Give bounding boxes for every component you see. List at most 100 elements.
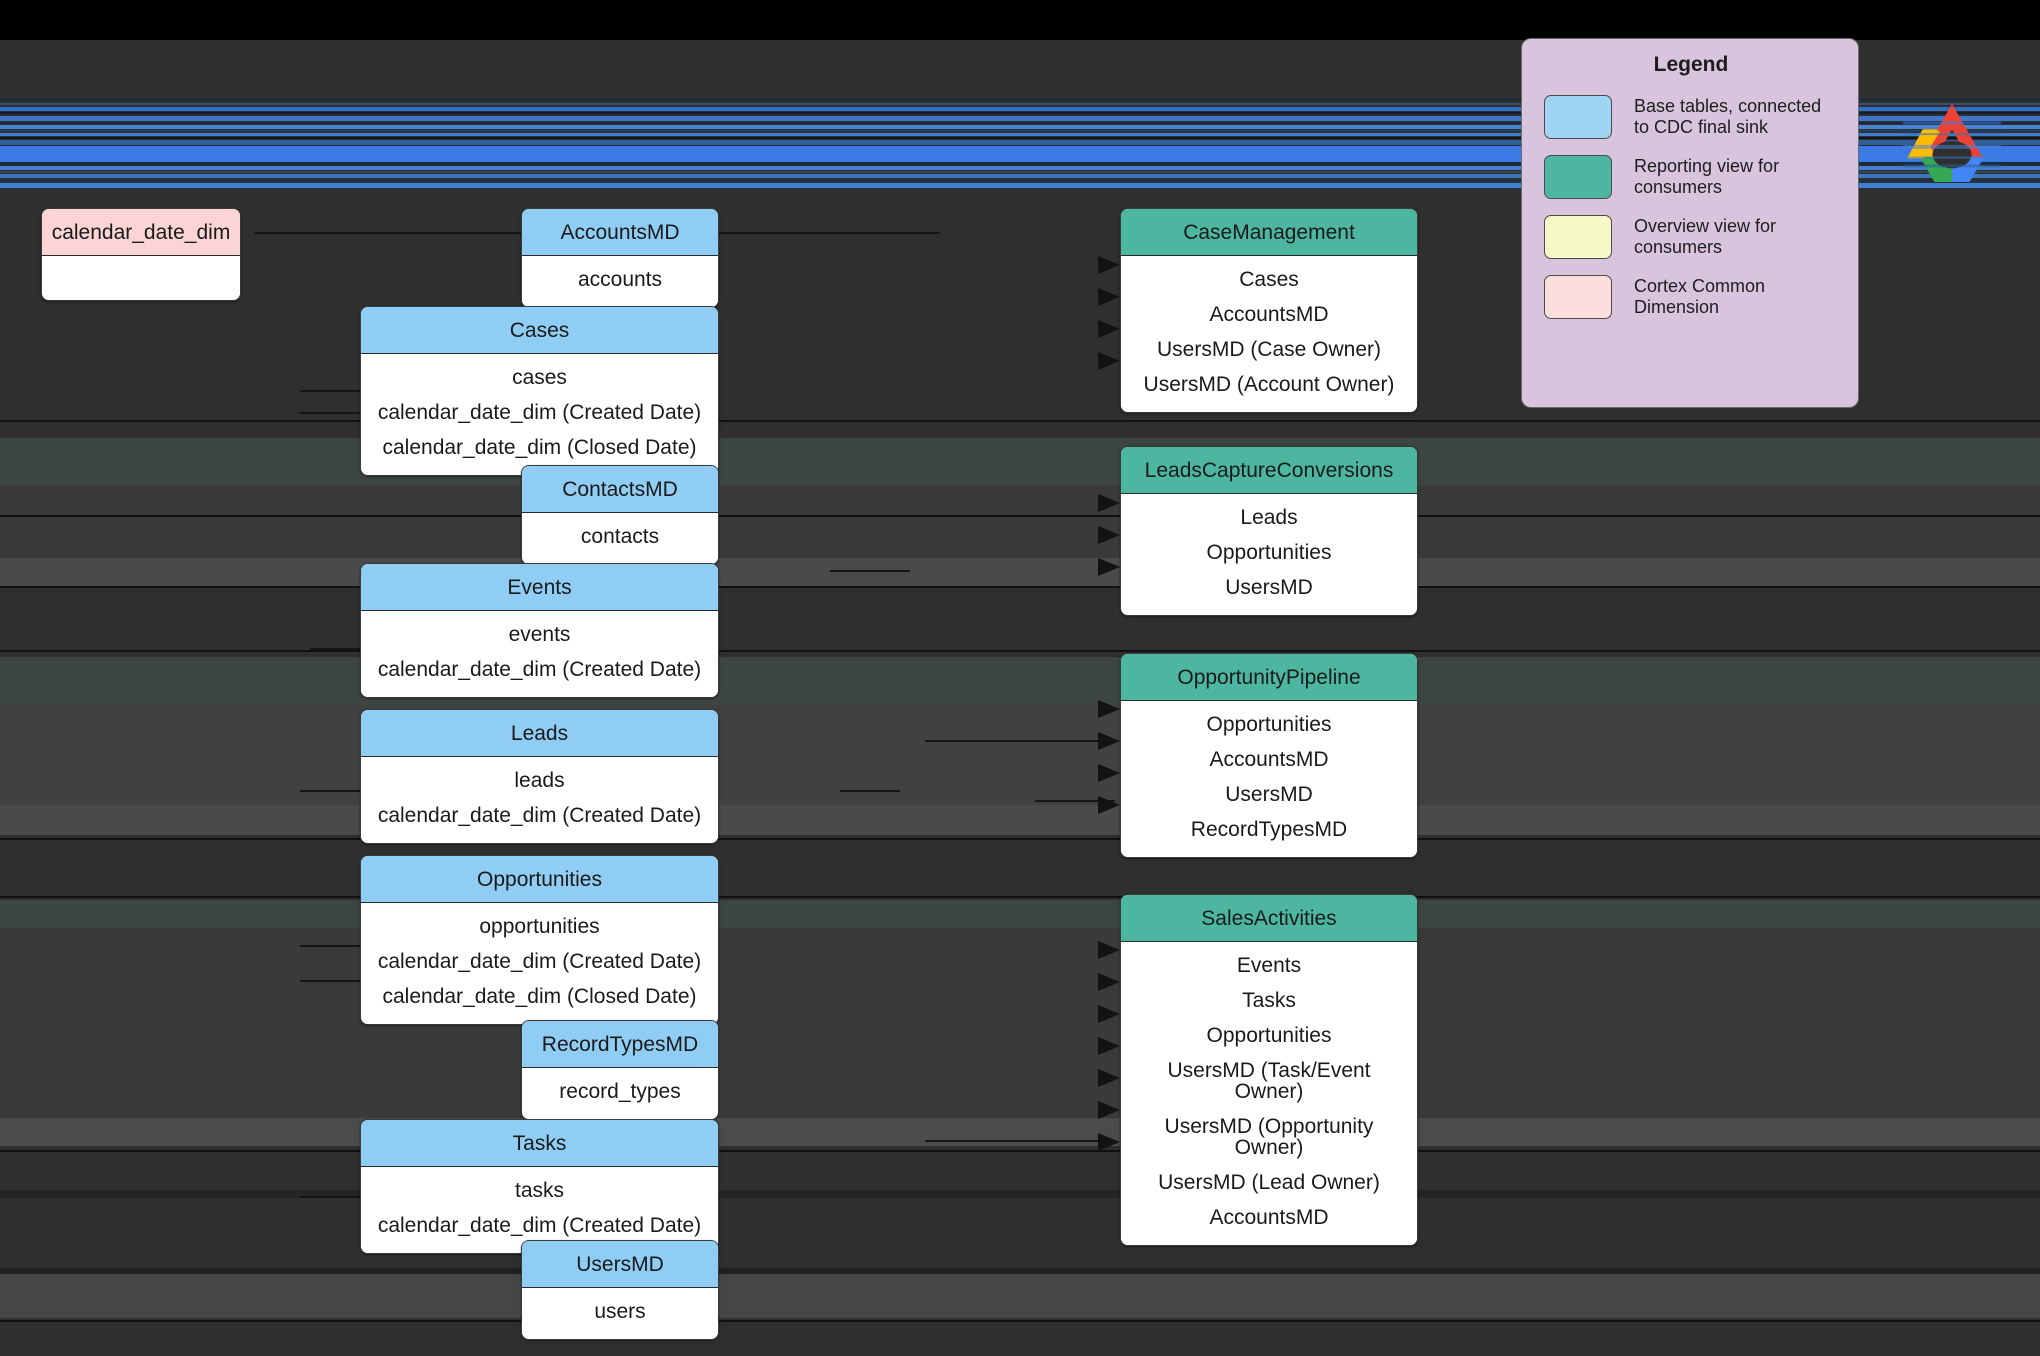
node-row: opportunities [479, 915, 600, 938]
node-row: calendar_date_dim (Closed Date) [382, 436, 697, 459]
legend-label: Reporting view for consumers [1634, 155, 1780, 197]
node-cases[interactable]: Cases cases calendar_date_dim (Created D… [360, 306, 719, 476]
node-body: events calendar_date_dim (Created Date) [361, 611, 718, 697]
node-events[interactable]: Events events calendar_date_dim (Created… [360, 563, 719, 698]
arrowhead [1098, 732, 1120, 750]
arrowhead [1098, 973, 1120, 991]
node-row: Opportunities [1206, 1024, 1332, 1047]
node-row: leads [514, 769, 565, 792]
legend-label: Overview view for consumers [1634, 215, 1777, 257]
node-body: record_types [522, 1068, 718, 1119]
arrowhead [1098, 1005, 1120, 1023]
google-cloud-logo [1903, 103, 2001, 182]
arrowhead [1098, 1133, 1120, 1151]
node-body: opportunities calendar_date_dim (Created… [361, 903, 718, 1024]
node-body: Events Tasks Opportunities UsersMD (Task… [1121, 942, 1417, 1245]
legend-item-base-tables: Base tables, connected to CDC final sink [1544, 95, 1838, 139]
node-body [42, 256, 240, 300]
node-title: Opportunities [361, 856, 718, 903]
node-row: Opportunities [1206, 541, 1332, 564]
node-row: cases [512, 366, 567, 389]
node-row: Tasks [1242, 989, 1296, 1012]
node-row: AccountsMD [1209, 748, 1329, 771]
node-opportunities[interactable]: Opportunities opportunities calendar_dat… [360, 855, 719, 1025]
legend-panel: Legend Base tables, connected to CDC fin… [1521, 38, 1859, 408]
node-row: UsersMD (Case Owner) [1156, 338, 1382, 361]
node-title: RecordTypesMD [522, 1021, 718, 1068]
arrowhead [1098, 1037, 1120, 1055]
node-casemanagement[interactable]: CaseManagement Cases AccountsMD UsersMD … [1120, 208, 1418, 413]
arrowhead [1098, 320, 1120, 338]
node-body: tasks calendar_date_dim (Created Date) [361, 1167, 718, 1253]
legend-label: Base tables, connected to CDC final sink [1634, 95, 1822, 137]
node-body: Cases AccountsMD UsersMD (Case Owner) Us… [1121, 256, 1417, 412]
node-salesactivities[interactable]: SalesActivities Events Tasks Opportuniti… [1120, 894, 1418, 1246]
legend-swatch-base-tables [1544, 95, 1612, 139]
node-title: AccountsMD [522, 209, 718, 256]
node-title: Events [361, 564, 718, 611]
node-row: calendar_date_dim (Closed Date) [382, 985, 697, 1008]
legend-swatch-cortex-common-dimension [1544, 275, 1612, 319]
node-tasks[interactable]: Tasks tasks calendar_date_dim (Created D… [360, 1119, 719, 1254]
node-row: users [594, 1300, 646, 1323]
arrowhead [1098, 494, 1120, 512]
legend-swatch-reporting-view [1544, 155, 1612, 199]
node-recordtypesmd[interactable]: RecordTypesMD record_types [521, 1020, 719, 1120]
node-body: contacts [522, 513, 718, 564]
node-title: calendar_date_dim [42, 209, 240, 256]
node-row: tasks [514, 1179, 564, 1202]
node-row: record_types [559, 1080, 681, 1103]
arrowhead [1098, 941, 1120, 959]
node-opportunitypipeline[interactable]: OpportunityPipeline Opportunities Accoun… [1120, 653, 1418, 858]
node-title: SalesActivities [1121, 895, 1417, 942]
node-row: UsersMD [1225, 576, 1313, 599]
node-row: accounts [577, 268, 663, 291]
legend-swatch-overview-view [1544, 215, 1612, 259]
node-row: AccountsMD [1209, 303, 1329, 326]
arrowhead [1098, 352, 1120, 370]
arrowhead [1098, 700, 1120, 718]
node-row: calendar_date_dim (Created Date) [377, 950, 702, 973]
node-calendar-date-dim[interactable]: calendar_date_dim [41, 208, 241, 301]
node-body: cases calendar_date_dim (Created Date) c… [361, 354, 718, 475]
arrowhead [1098, 526, 1120, 544]
arrowhead [1098, 796, 1120, 814]
node-contactsmd[interactable]: ContactsMD contacts [521, 465, 719, 565]
node-row: AccountsMD [1209, 1206, 1329, 1229]
node-usersmd[interactable]: UsersMD users [521, 1240, 719, 1340]
node-row: UsersMD (Task/Event Owner) [1167, 1059, 1371, 1103]
arrowhead [1098, 1101, 1120, 1119]
node-title: Leads [361, 710, 718, 757]
node-body: Leads Opportunities UsersMD [1121, 494, 1417, 615]
node-body: Opportunities AccountsMD UsersMD RecordT… [1121, 701, 1417, 857]
node-title: LeadsCaptureConversions [1121, 447, 1417, 494]
node-title: ContactsMD [522, 466, 718, 513]
node-row: Leads [1240, 506, 1298, 529]
node-row: Opportunities [1206, 713, 1332, 736]
legend-item-reporting-view: Reporting view for consumers [1544, 155, 1838, 199]
node-row: UsersMD (Opportunity Owner) [1164, 1115, 1374, 1159]
node-row [50, 262, 232, 290]
arrowhead [1098, 558, 1120, 576]
node-row: calendar_date_dim (Created Date) [377, 401, 702, 424]
node-title: Tasks [361, 1120, 718, 1167]
node-body: leads calendar_date_dim (Created Date) [361, 757, 718, 843]
node-accountsmd[interactable]: AccountsMD accounts [521, 208, 719, 308]
node-row: calendar_date_dim (Created Date) [377, 1214, 702, 1237]
arrowhead [1098, 256, 1120, 274]
node-row: calendar_date_dim (Created Date) [377, 658, 702, 681]
node-row: Cases [1239, 268, 1299, 291]
node-body: users [522, 1288, 718, 1339]
node-title: OpportunityPipeline [1121, 654, 1417, 701]
node-row: UsersMD (Account Owner) [1143, 373, 1395, 396]
node-leads[interactable]: Leads leads calendar_date_dim (Created D… [360, 709, 719, 844]
arrowhead [1098, 1069, 1120, 1087]
node-title: CaseManagement [1121, 209, 1417, 256]
node-title: UsersMD [522, 1241, 718, 1288]
arrowhead [1098, 764, 1120, 782]
node-row: contacts [580, 525, 660, 548]
node-leadscaptureconversions[interactable]: LeadsCaptureConversions Leads Opportunit… [1120, 446, 1418, 616]
node-title: Cases [361, 307, 718, 354]
node-row: RecordTypesMD [1190, 818, 1348, 841]
